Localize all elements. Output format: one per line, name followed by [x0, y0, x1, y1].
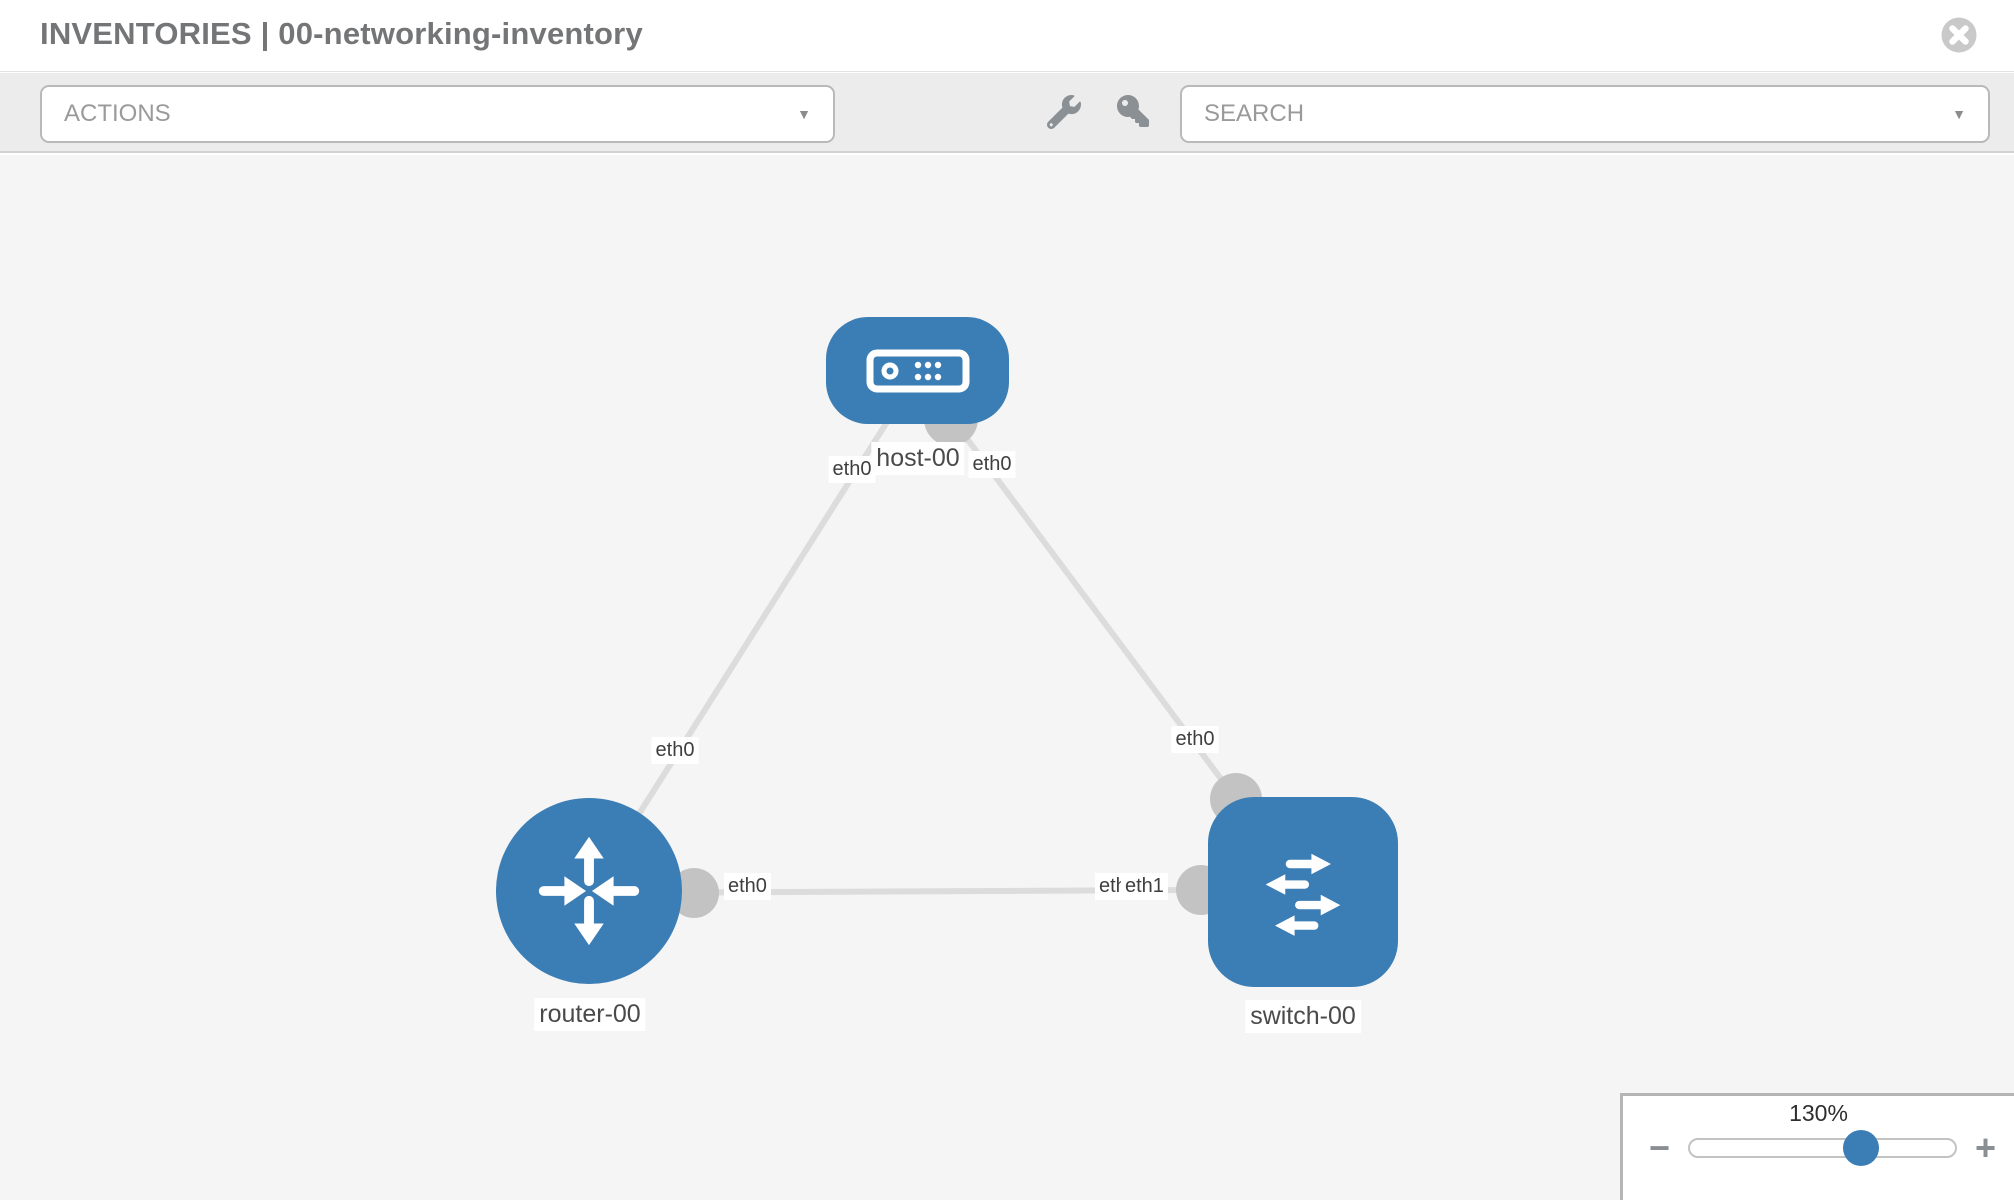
interface-label: eth0: [968, 451, 1016, 478]
switch-icon: [1265, 853, 1341, 936]
interface-label: eth0: [724, 873, 771, 900]
host-icon: [866, 349, 969, 392]
search-dropdown-label: SEARCH: [1204, 100, 1305, 127]
node-switch-00[interactable]: [1208, 797, 1398, 987]
zoom-in-button[interactable]: +: [1974, 1127, 1996, 1168]
router-icon: [538, 836, 640, 946]
close-button[interactable]: [1940, 16, 1978, 54]
credentials-button[interactable]: [1117, 95, 1153, 131]
header: INVENTORIES | 00-networking-inventory: [0, 0, 2014, 72]
actions-dropdown-label: ACTIONS: [64, 100, 171, 127]
interface-label: eth0: [1171, 726, 1219, 753]
interface-label: eth1: [1121, 873, 1168, 900]
node-label-router: router-00: [534, 998, 646, 1031]
interface-label: eth0: [828, 456, 876, 483]
node-label-host: host-00: [871, 442, 965, 475]
search-dropdown[interactable]: SEARCH ▼: [1180, 85, 1990, 143]
page-title: INVENTORIES | 00-networking-inventory: [40, 16, 643, 51]
node-host-00[interactable]: [826, 317, 1009, 424]
node-label-switch: switch-00: [1245, 1000, 1361, 1033]
wrench-icon: [1046, 95, 1081, 130]
topology-canvas[interactable]: host-00 router-00 switch-00 eth0 eth0 et…: [0, 155, 2014, 1200]
zoom-slider-track[interactable]: [1688, 1130, 1957, 1166]
zoom-out-button[interactable]: −: [1649, 1127, 1671, 1168]
key-icon: [1117, 95, 1149, 127]
toolbar: ACTIONS ▼ SEARCH ▼: [0, 73, 2014, 153]
close-icon: [1941, 17, 1977, 53]
actions-dropdown[interactable]: ACTIONS ▼: [40, 85, 835, 143]
node-router-00[interactable]: [496, 798, 682, 984]
chevron-down-icon: ▼: [797, 106, 811, 122]
zoom-panel: 130% − +: [1620, 1093, 2014, 1200]
chevron-down-icon: ▼: [1952, 106, 1966, 122]
configure-button[interactable]: [1046, 95, 1083, 131]
zoom-level: 130%: [1789, 1100, 1848, 1126]
zoom-slider-thumb[interactable]: [1843, 1130, 1880, 1166]
topology-edges-layer: [586, 371, 1262, 918]
interface-label: eth0: [651, 737, 699, 764]
